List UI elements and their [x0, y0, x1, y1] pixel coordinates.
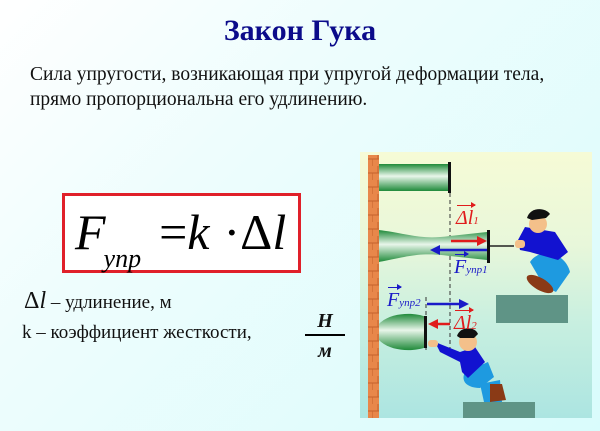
spring-compressed: [379, 313, 426, 351]
formula-force: F: [75, 204, 106, 260]
legend-stiffness: k – коэффициент жесткости,: [22, 322, 252, 343]
unit-denominator: м: [318, 340, 332, 362]
illustration-graphics: [368, 155, 570, 418]
formula-force-subscript: упр: [103, 244, 142, 273]
formula-l: l: [272, 204, 287, 260]
page-title: Закон Гука: [223, 14, 377, 47]
label-delta-l1: Δl1: [456, 202, 479, 229]
man-pushing-icon: [428, 328, 535, 418]
label-f-upr2: Fупр2: [387, 284, 421, 311]
formula-box: Fупр =k·Δl: [62, 193, 301, 273]
man-pulling-icon: [496, 209, 570, 323]
hooke-formula: Fупр =k·Δl: [75, 202, 287, 273]
label-f-upr1: Fупр1: [454, 251, 488, 278]
spring-rest: [379, 164, 449, 191]
formula-k: k: [187, 204, 210, 260]
wall-icon: [368, 155, 379, 418]
stiffness-units: Н м: [305, 310, 345, 362]
formula-delta: Δ: [240, 204, 273, 260]
spring-illustration: Δl1 Fупр1 Fупр2 Δl2: [360, 152, 592, 418]
formula-equals: =: [159, 204, 188, 260]
hooke-law-statement: Сила упругости, возникающая при упругой …: [30, 64, 545, 110]
legend-elongation: Δl – удлинение, м: [24, 288, 172, 315]
legend-elongation-text: – удлинение, м: [50, 292, 172, 313]
legend-delta-l-symbol: Δl: [24, 288, 47, 314]
formula-dot: ·: [223, 204, 241, 260]
label-delta-l2: Δl2: [454, 307, 477, 334]
unit-numerator: Н: [305, 310, 345, 336]
